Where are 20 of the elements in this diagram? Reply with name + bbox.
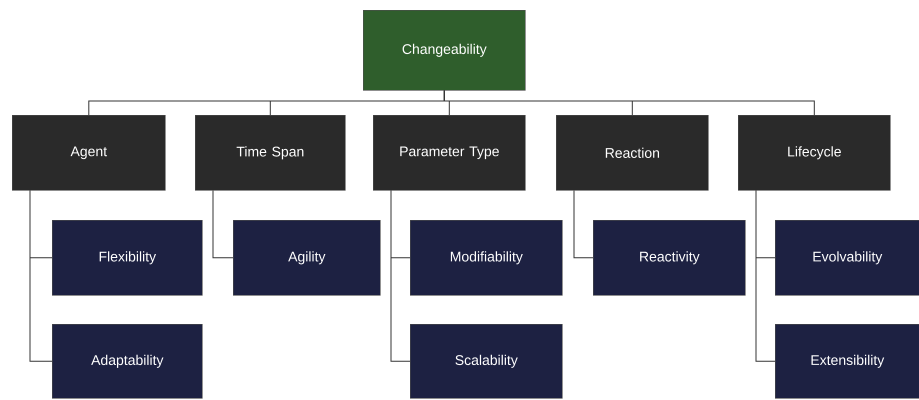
subcategory-box: Agility xyxy=(233,220,381,296)
connector-line xyxy=(574,190,594,258)
subcategory-box: Modifiability xyxy=(410,220,563,296)
subcategory-box: Extensibility xyxy=(775,324,919,399)
subcategory-box: Flexibility xyxy=(52,220,203,296)
connector-line xyxy=(30,190,52,362)
category-box: Parameter Type xyxy=(373,115,526,191)
subcategory-box: Adaptability xyxy=(52,324,203,399)
connector-line xyxy=(756,190,776,362)
connector-line xyxy=(212,190,234,258)
category-box: Time Span xyxy=(195,115,346,191)
subcategory-box: Scalability xyxy=(410,324,563,399)
category-box: Lifecycle xyxy=(738,115,891,191)
connector-line xyxy=(390,190,410,362)
category-box: Reaction xyxy=(556,115,709,191)
category-box: Agent xyxy=(12,115,166,191)
connector-line xyxy=(444,90,815,116)
subcategory-box: Reactivity xyxy=(593,220,746,296)
subcategory-box: Evolvability xyxy=(775,220,919,296)
root-box: Changeability xyxy=(363,10,526,91)
